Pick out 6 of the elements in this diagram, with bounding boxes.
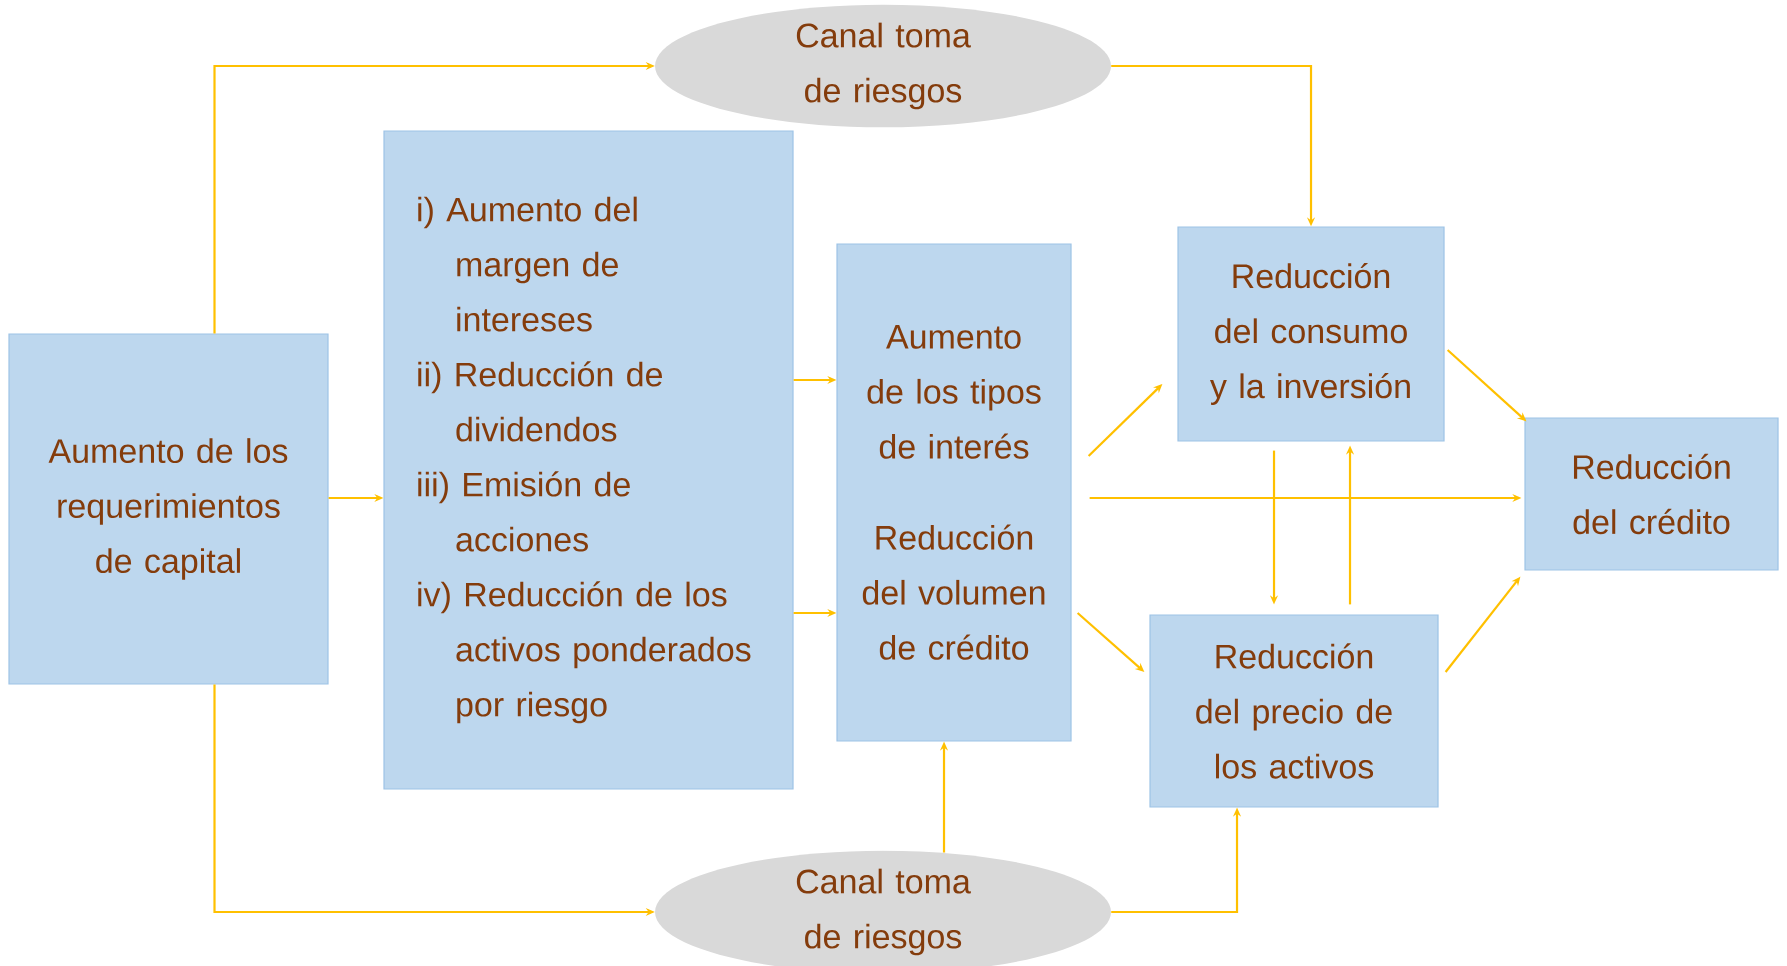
process-box: Aumento de los requerimientos de capital: [8, 333, 329, 685]
list-box: i) Aumento del margen de intereses ii) Reducción de dividendos iii) Emisión de acciones iv) Reducción de los activos ponderados por riesgo: [383, 130, 794, 790]
process-box: Reducción del consumo y la inversión: [1177, 226, 1445, 442]
process-box: Reducción del precio de los activos: [1149, 614, 1439, 808]
process-box: Aumento de los tipos de interés Reducción del volumen de crédito: [836, 243, 1072, 742]
process-box: Reducción del crédito: [1524, 417, 1779, 571]
